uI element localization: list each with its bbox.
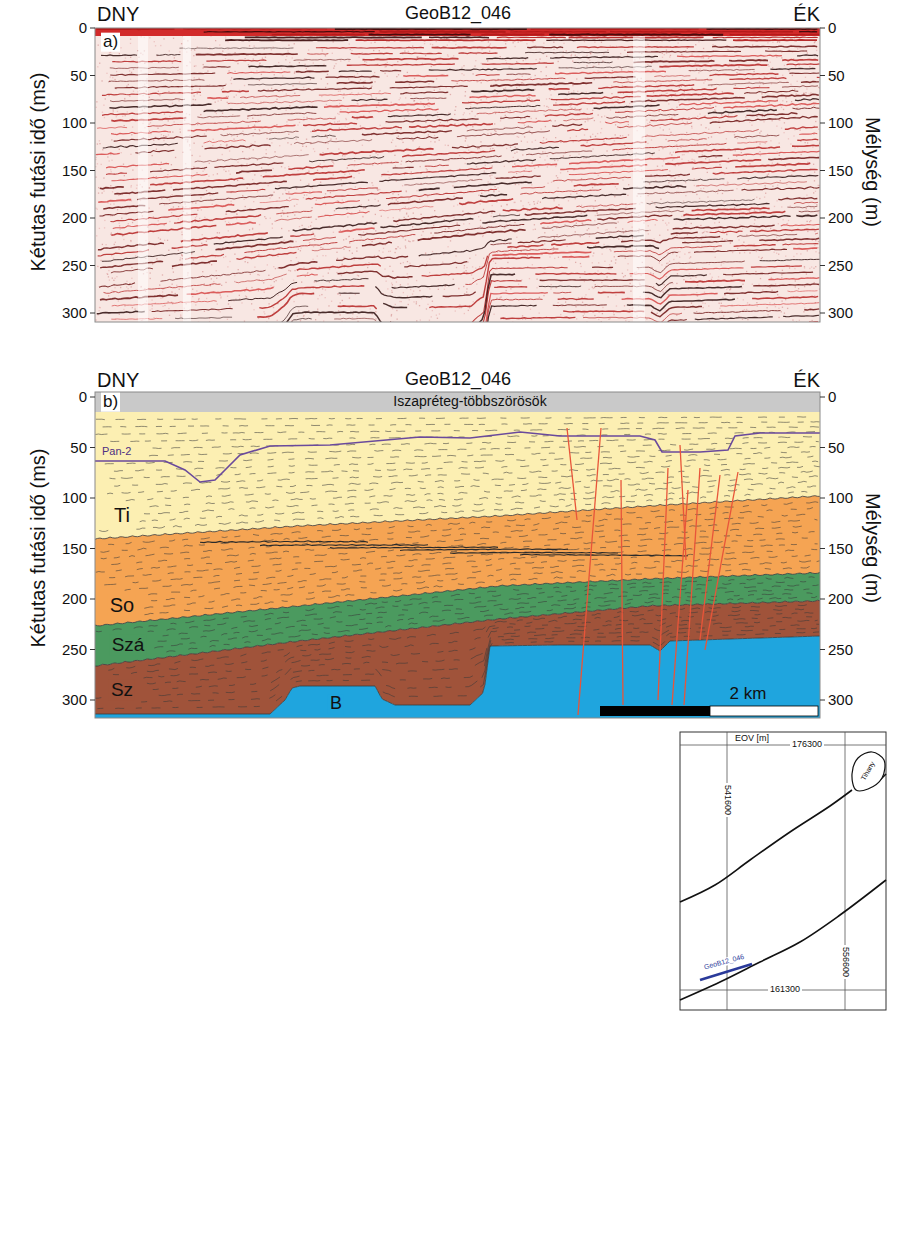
figure-page: {"diagram": { "nodes": [ {"text": ["Isza… bbox=[0, 0, 901, 1236]
